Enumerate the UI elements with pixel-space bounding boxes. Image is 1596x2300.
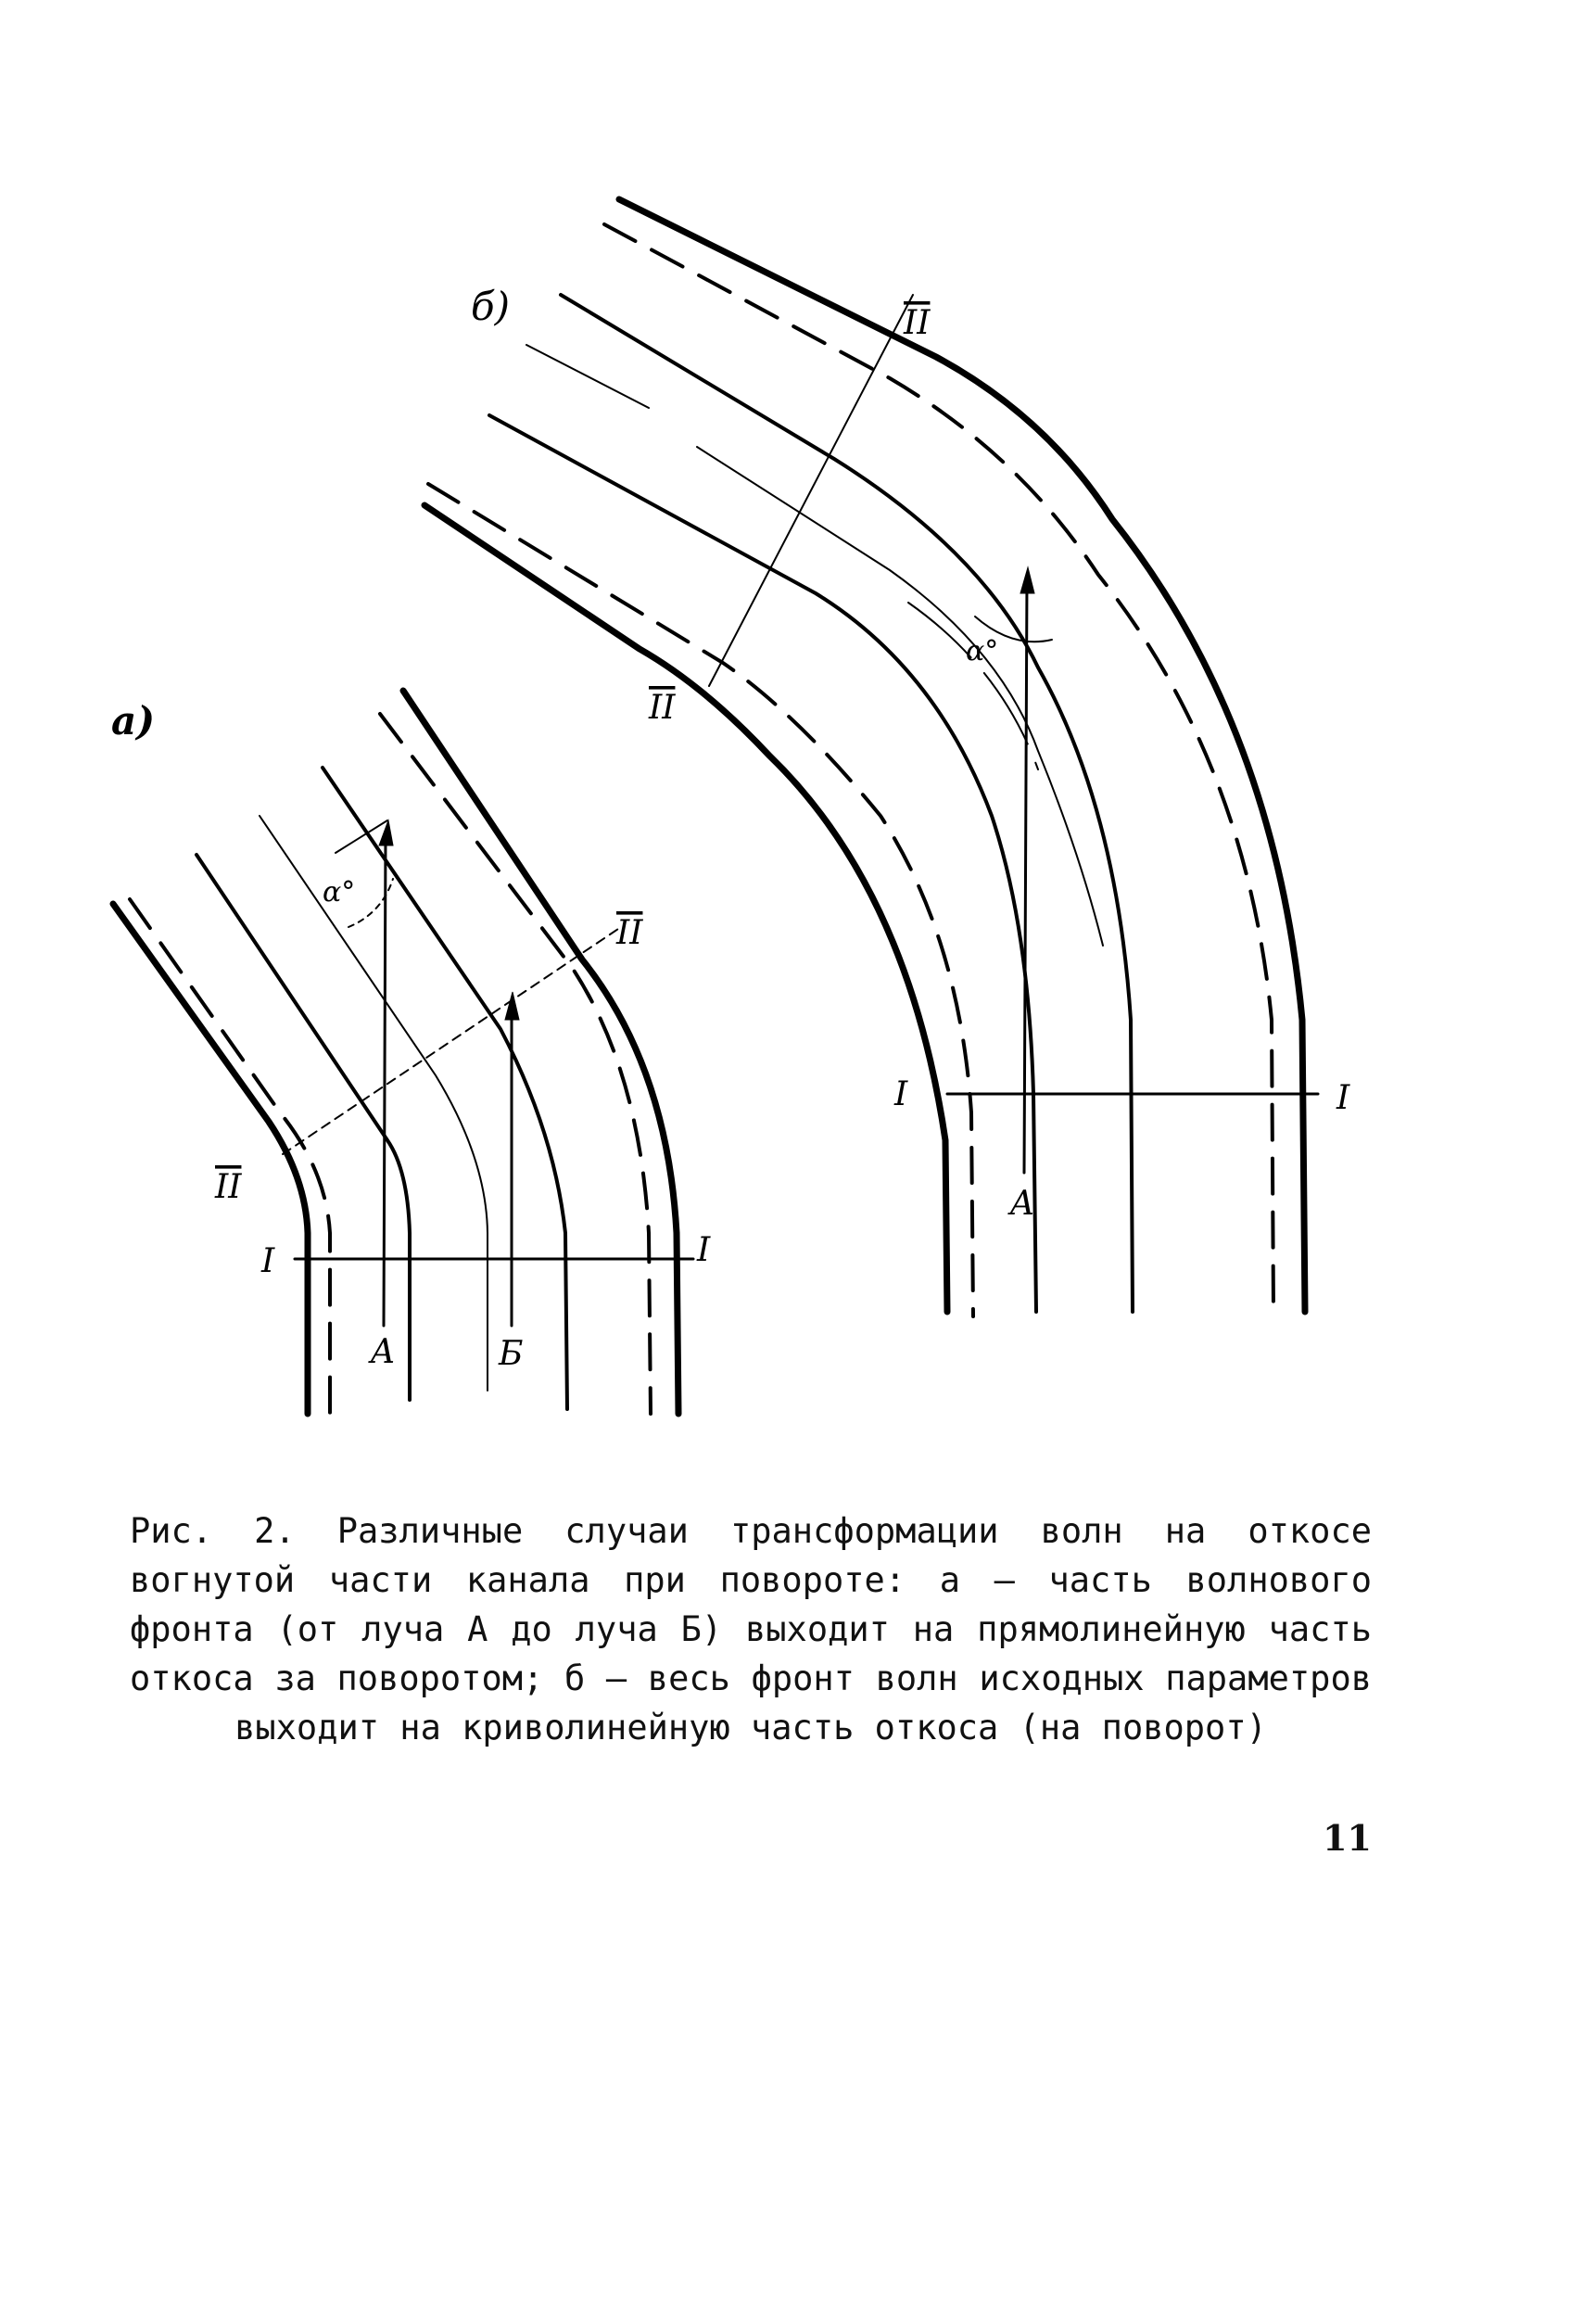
panel-b-dashed-inner-bank xyxy=(426,482,975,1318)
panel-a-section-II-left-label: II xyxy=(214,1168,242,1206)
figure-diagram: а) б) I I II II A Б α° I I II II A α° xyxy=(109,196,1350,1417)
panel-a-sections xyxy=(282,926,695,1261)
panel-a-section-I-right-label: I xyxy=(696,1231,711,1269)
panel-b-inner-bank xyxy=(421,502,951,1315)
panel-b-ray-A xyxy=(1022,578,1029,1175)
panel-b-rays xyxy=(974,565,1053,1175)
panel-a-outer-bank-right xyxy=(399,687,682,1417)
panel-b-streamline-2b xyxy=(907,602,1039,770)
panel-a-channel xyxy=(109,687,682,1417)
panel-b-section-II-bottom-label: II xyxy=(648,689,676,727)
panel-a-bank-line-2 xyxy=(321,766,569,1411)
panel-a-angle-label: α° xyxy=(323,876,355,909)
panel-b-section-II-top-label: II xyxy=(903,304,931,342)
panel-a-wave-front xyxy=(335,820,388,854)
panel-a-section-II-right-label: II xyxy=(615,914,643,952)
panel-b-bank-line-2 xyxy=(559,293,1134,1314)
panel-b-dashed-outer-bank xyxy=(602,222,1275,1314)
panel-a-ray-B-label: Б xyxy=(498,1335,523,1373)
panel-a-streamline-1 xyxy=(259,815,488,1391)
panel-b-channel xyxy=(421,196,1309,1318)
panel-a-angle-arc xyxy=(348,878,394,928)
panel-b-angle-label: α° xyxy=(966,635,998,667)
page-number: 11 xyxy=(1323,1817,1372,1859)
panel-a-ray-A-arrow xyxy=(378,819,394,846)
panel-a-section-I-left-label: I xyxy=(260,1242,275,1280)
panel-b-section-I-left-label: I xyxy=(893,1075,908,1113)
panel-b-streamline-1 xyxy=(696,446,1104,947)
panel-b-section-I-right-label: I xyxy=(1336,1079,1350,1117)
figure-caption: Рис. 2. Различные случаи трансформации в… xyxy=(130,1511,1372,1747)
panel-a-ray-B-arrow xyxy=(504,991,520,1021)
panel-a-label: а) xyxy=(111,698,155,743)
panel-a-outer-bank-left xyxy=(109,900,311,1417)
panel-b-streamline-2 xyxy=(526,344,650,409)
panel-a-section-II xyxy=(282,926,622,1155)
panel-b-sections xyxy=(708,294,1320,1096)
panel-a-dashed-bank-left xyxy=(128,897,332,1416)
panel-b-section-II xyxy=(708,294,914,687)
panel-a-rays xyxy=(335,819,520,1328)
panel-b-label: б) xyxy=(471,284,510,329)
panel-b-ray-A-label: A xyxy=(1007,1185,1034,1223)
panel-a-ray-A-label: A xyxy=(368,1333,395,1371)
panel-b-bank-line-1 xyxy=(488,413,1038,1314)
panel-b-outer-bank xyxy=(615,196,1309,1315)
panel-b-ray-A-arrow xyxy=(1020,565,1035,594)
panel-a-dashed-bank-right xyxy=(378,712,652,1416)
panel-a-bank-line-1 xyxy=(195,853,412,1402)
panel-b-angle-arc xyxy=(974,616,1053,643)
panel-a-ray-A xyxy=(382,832,387,1328)
